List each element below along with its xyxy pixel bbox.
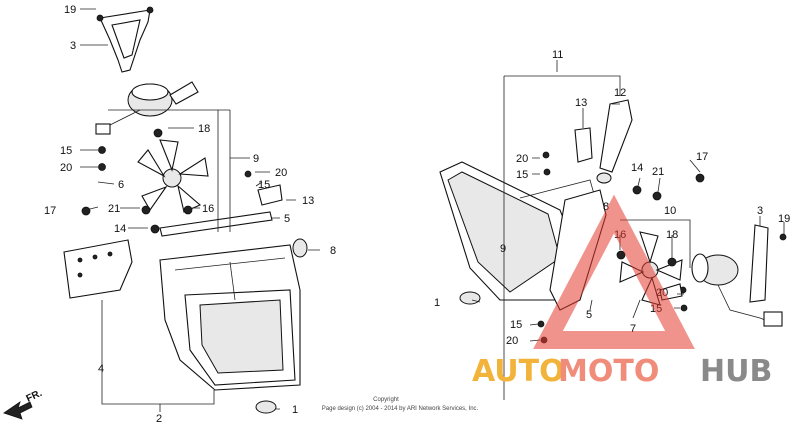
seal-strip	[159, 211, 273, 237]
nut-icon	[153, 128, 163, 138]
clip-icon	[141, 205, 151, 215]
grommet-icon	[695, 173, 705, 183]
screw-icon	[98, 163, 106, 171]
callout-18r: 18	[666, 229, 678, 241]
copyright-title: Copyright	[373, 397, 399, 403]
rubber-foot-right	[459, 291, 481, 305]
watermark-auto: AUTO	[472, 354, 565, 389]
nut-icon	[150, 224, 160, 234]
callout-20: 20	[60, 162, 72, 174]
callout-19: 19	[64, 4, 76, 16]
callout-7: 7	[630, 323, 636, 335]
callout-8: 8	[330, 245, 336, 257]
callout-8r: 8	[603, 201, 609, 213]
bolt-icon	[537, 320, 545, 328]
fan-blade	[137, 139, 209, 213]
callout-17r: 17	[696, 151, 708, 163]
callout-3r: 3	[757, 205, 763, 217]
callout-9r: 9	[500, 243, 506, 255]
mounting-plate	[63, 239, 133, 299]
callout-15b: 15	[258, 179, 270, 191]
callout-20r: 20	[516, 153, 528, 165]
bracket-3-right	[749, 224, 769, 303]
motor-connector	[169, 81, 199, 105]
callout-11: 11	[552, 49, 563, 61]
duct-frame	[549, 189, 607, 311]
callout-10: 10	[664, 205, 676, 217]
nut-icon	[667, 257, 677, 267]
grommet-part	[596, 172, 612, 184]
callout-5r: 5	[586, 309, 592, 321]
bolt-icon	[146, 6, 154, 14]
watermark-moto: MOTO	[558, 354, 659, 389]
callout-6: 6	[118, 179, 124, 191]
bolt-icon	[96, 14, 104, 22]
callout-2: 2	[156, 413, 162, 425]
bracket-part	[99, 9, 151, 73]
callout-1: 1	[292, 404, 298, 416]
screw-icon	[244, 170, 252, 178]
grommet-part	[292, 238, 308, 258]
watermark: AUTO MOTO HUB	[472, 194, 772, 389]
callout-16: 16	[202, 203, 214, 215]
clip-icon	[652, 191, 662, 201]
watermark-hub: HUB	[700, 354, 772, 389]
screw-icon	[542, 151, 550, 159]
callout-14: 14	[114, 223, 126, 235]
callout-20r-c: 20	[506, 335, 518, 347]
copyright-notice: Page design (c) 2004 - 2014 by ARI Netwo…	[322, 406, 479, 412]
callout-12: 12	[614, 87, 626, 99]
wire-connector	[95, 123, 111, 135]
bolt-icon	[98, 146, 106, 154]
left-assembly: 19 3 18 15 20 9 20 6 15 13 17 21 16 5 14…	[44, 4, 336, 425]
callout-20b: 20	[275, 167, 287, 179]
callout-13r: 13	[575, 97, 587, 109]
bolt-icon	[543, 168, 551, 176]
callout-21r: 21	[652, 166, 664, 178]
callout-21: 21	[108, 203, 120, 215]
callout-9: 9	[253, 153, 259, 165]
callout-1r: 1	[434, 297, 440, 309]
callout-5: 5	[284, 213, 290, 225]
callout-3: 3	[70, 40, 76, 52]
callout-13: 13	[302, 195, 314, 207]
wire-connector-right	[763, 311, 783, 327]
callout-15r: 15	[516, 169, 528, 181]
nut-icon	[632, 185, 642, 195]
bracket-12	[599, 99, 633, 173]
callout-17: 17	[44, 205, 56, 217]
bolt-icon	[779, 233, 787, 241]
callout-14r: 14	[631, 162, 643, 174]
nut-icon	[183, 205, 193, 215]
fan-motor-top	[131, 83, 169, 101]
resistor-part	[257, 184, 283, 206]
front-direction-arrow: FR.	[3, 388, 44, 420]
watermark-triangle	[533, 194, 695, 349]
callout-15r-c: 15	[510, 319, 522, 331]
callout-4: 4	[98, 363, 104, 375]
rubber-foot	[255, 400, 277, 414]
callout-15: 15	[60, 145, 72, 157]
nut-icon	[616, 250, 626, 260]
bracket-13	[574, 127, 593, 163]
front-label: FR.	[25, 388, 44, 405]
right-assembly: 11 13 12 20 15 17 14 21 8 10 3 19 16 18 …	[434, 49, 790, 400]
callout-19r: 19	[778, 213, 790, 225]
bolt-icon	[680, 304, 688, 312]
callout-18: 18	[198, 123, 210, 135]
motor-face	[691, 253, 709, 283]
fan-housing	[159, 244, 301, 391]
